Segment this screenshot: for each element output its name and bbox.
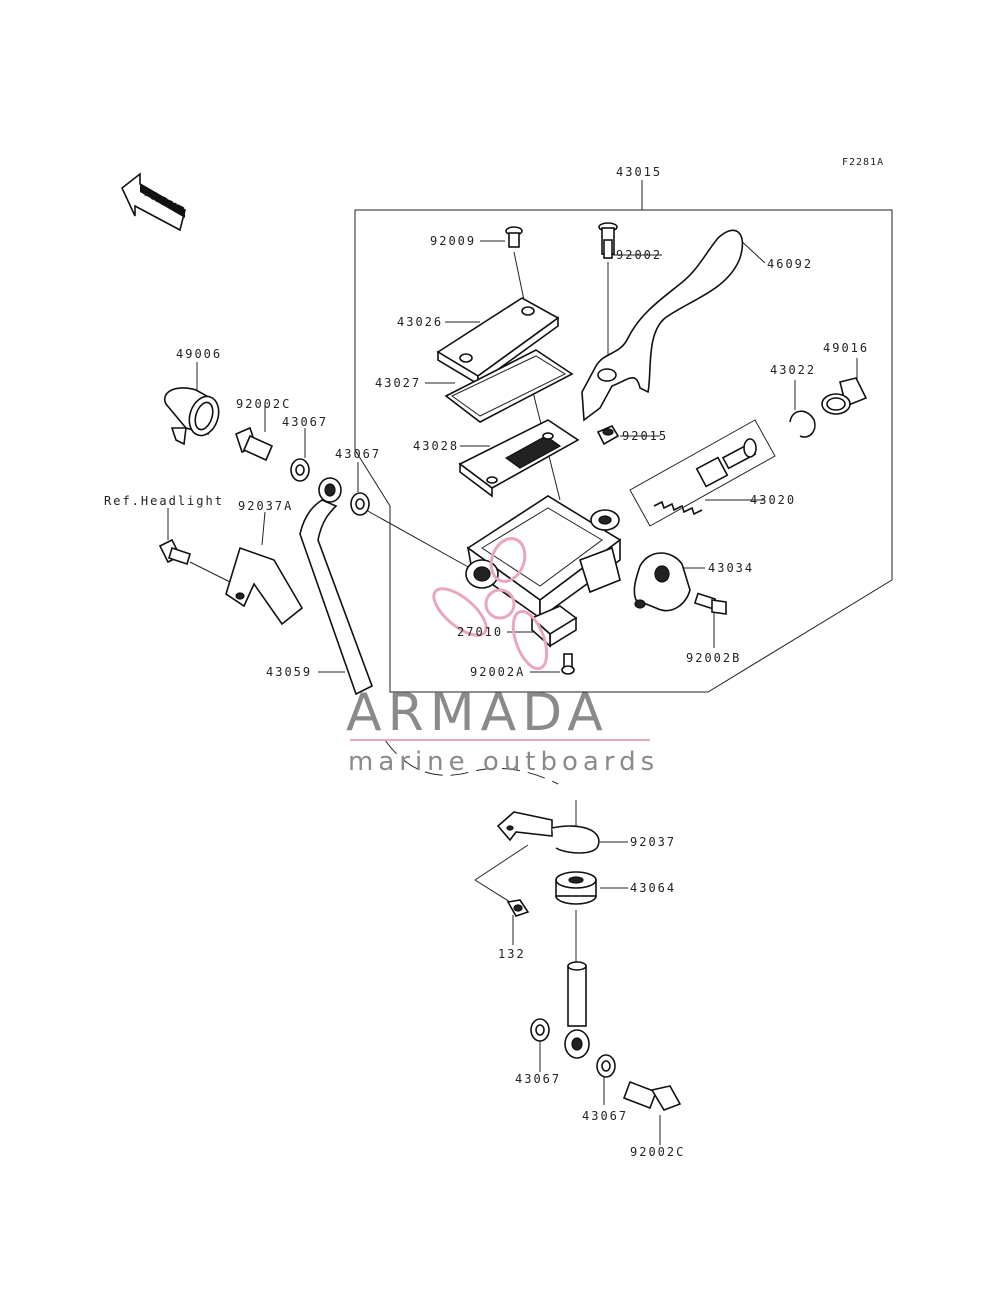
label-92002A: 92002A xyxy=(470,665,525,679)
label-92002C-lower: 92002C xyxy=(630,1145,685,1159)
label-43059: 43059 xyxy=(266,665,312,679)
label-49006: 49006 xyxy=(176,347,222,361)
front-arrow-icon: FRONT xyxy=(121,172,186,232)
label-49016: 49016 xyxy=(823,341,869,355)
label-43020: 43020 xyxy=(750,493,796,507)
boot-49016 xyxy=(821,377,868,415)
label-43015: 43015 xyxy=(616,165,662,179)
banjo-cover-49006 xyxy=(163,387,220,446)
grommet-43064 xyxy=(555,871,597,905)
label-43028: 43028 xyxy=(413,439,459,453)
clamp-43034 xyxy=(633,552,691,612)
label-43067-b: 43067 xyxy=(335,447,381,461)
label-27010: 27010 xyxy=(457,625,503,639)
hose-guide-92037 xyxy=(496,811,600,854)
watermark-brand: ARMADA xyxy=(346,683,609,743)
switch-screw-92002A xyxy=(561,653,575,675)
pivot-bolt-92002 xyxy=(598,222,618,259)
label-43027: 43027 xyxy=(375,376,421,390)
clamp-bolt-92002B xyxy=(693,592,727,615)
bolt-132 xyxy=(506,899,530,917)
label-132: 132 xyxy=(498,947,526,961)
diaphragm-43028 xyxy=(458,419,580,498)
label-43034: 43034 xyxy=(708,561,754,575)
washer-43067-a xyxy=(290,458,310,482)
label-46092: 46092 xyxy=(767,257,813,271)
label-43064: 43064 xyxy=(630,881,676,895)
nut-92015 xyxy=(596,424,620,446)
label-43067-c: 43067 xyxy=(515,1072,561,1086)
label-43067-a: 43067 xyxy=(282,415,328,429)
label-92002C-upper: 92002C xyxy=(236,397,291,411)
cap-screw-92009 xyxy=(505,226,523,248)
washer-43067-d xyxy=(596,1054,616,1078)
label-43026: 43026 xyxy=(397,315,443,329)
watermark-logo-icon xyxy=(432,537,549,671)
hose-clamp-92037A xyxy=(225,546,304,626)
figure-code: F2281A xyxy=(842,157,884,168)
diaphragm-plate-43027 xyxy=(444,349,574,423)
banjo-bolt-lower-92002C xyxy=(622,1080,682,1111)
circlip-43022 xyxy=(789,410,816,438)
label-ref-headlight: Ref.Headlight xyxy=(104,494,224,508)
reservoir-cap-43026 xyxy=(436,297,560,386)
assembly-outline xyxy=(354,180,893,693)
lower-hose-fitting xyxy=(564,961,590,1059)
label-92037A: 92037A xyxy=(238,499,293,513)
label-92002: 92002 xyxy=(616,248,662,262)
piston-kit-43020 xyxy=(629,419,776,527)
headlight-bolt xyxy=(158,538,191,566)
watermark-tagline: marine outboards xyxy=(348,747,659,777)
label-43067-d: 43067 xyxy=(582,1109,628,1123)
label-92037: 92037 xyxy=(630,835,676,849)
label-92002B: 92002B xyxy=(686,651,741,665)
brake-hose-43059 xyxy=(299,477,559,785)
label-92009: 92009 xyxy=(430,234,476,248)
label-92015: 92015 xyxy=(622,429,668,443)
master-cylinder-body xyxy=(465,495,622,620)
label-43022: 43022 xyxy=(770,363,816,377)
lever-46092 xyxy=(581,229,744,422)
washer-43067-b xyxy=(350,492,370,516)
washer-43067-c xyxy=(530,1018,550,1042)
banjo-bolt-upper-92002C xyxy=(235,426,274,462)
